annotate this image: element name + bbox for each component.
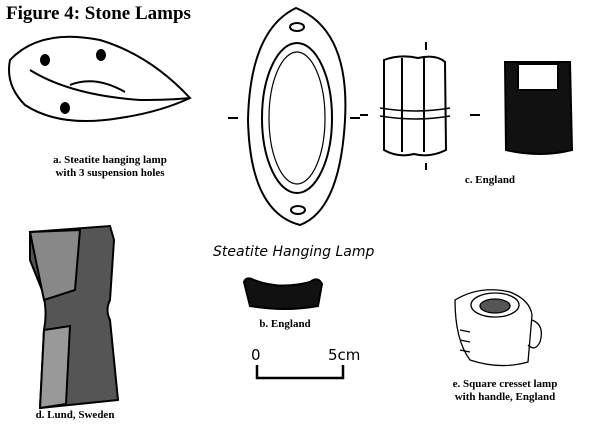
steatite-hanging-lamp-label: Steatite Hanging Lamp [213,244,375,260]
caption-e: e. Square cresset lamp with handle, Engl… [452,378,558,403]
caption-a: a. Steatite hanging lamp with 3 suspensi… [53,154,167,179]
caption-c: c. England [464,174,516,186]
caption-d: d. Lund, Sweden [35,409,115,421]
lamp-b-drawing [242,277,324,310]
lamp-a-drawing [8,35,192,122]
lamp-e-drawing [454,289,543,367]
scale-bar [255,365,345,380]
caption-b: b. England [259,318,311,330]
steatite-lamp-drawing [228,6,360,227]
lamp-c-drawing [360,42,574,170]
scale-start: 0 [251,346,261,364]
figure-title: Figure 4: Stone Lamps [6,3,191,24]
lamp-d-photo [28,224,120,410]
scale-end: 5cm [328,346,361,364]
